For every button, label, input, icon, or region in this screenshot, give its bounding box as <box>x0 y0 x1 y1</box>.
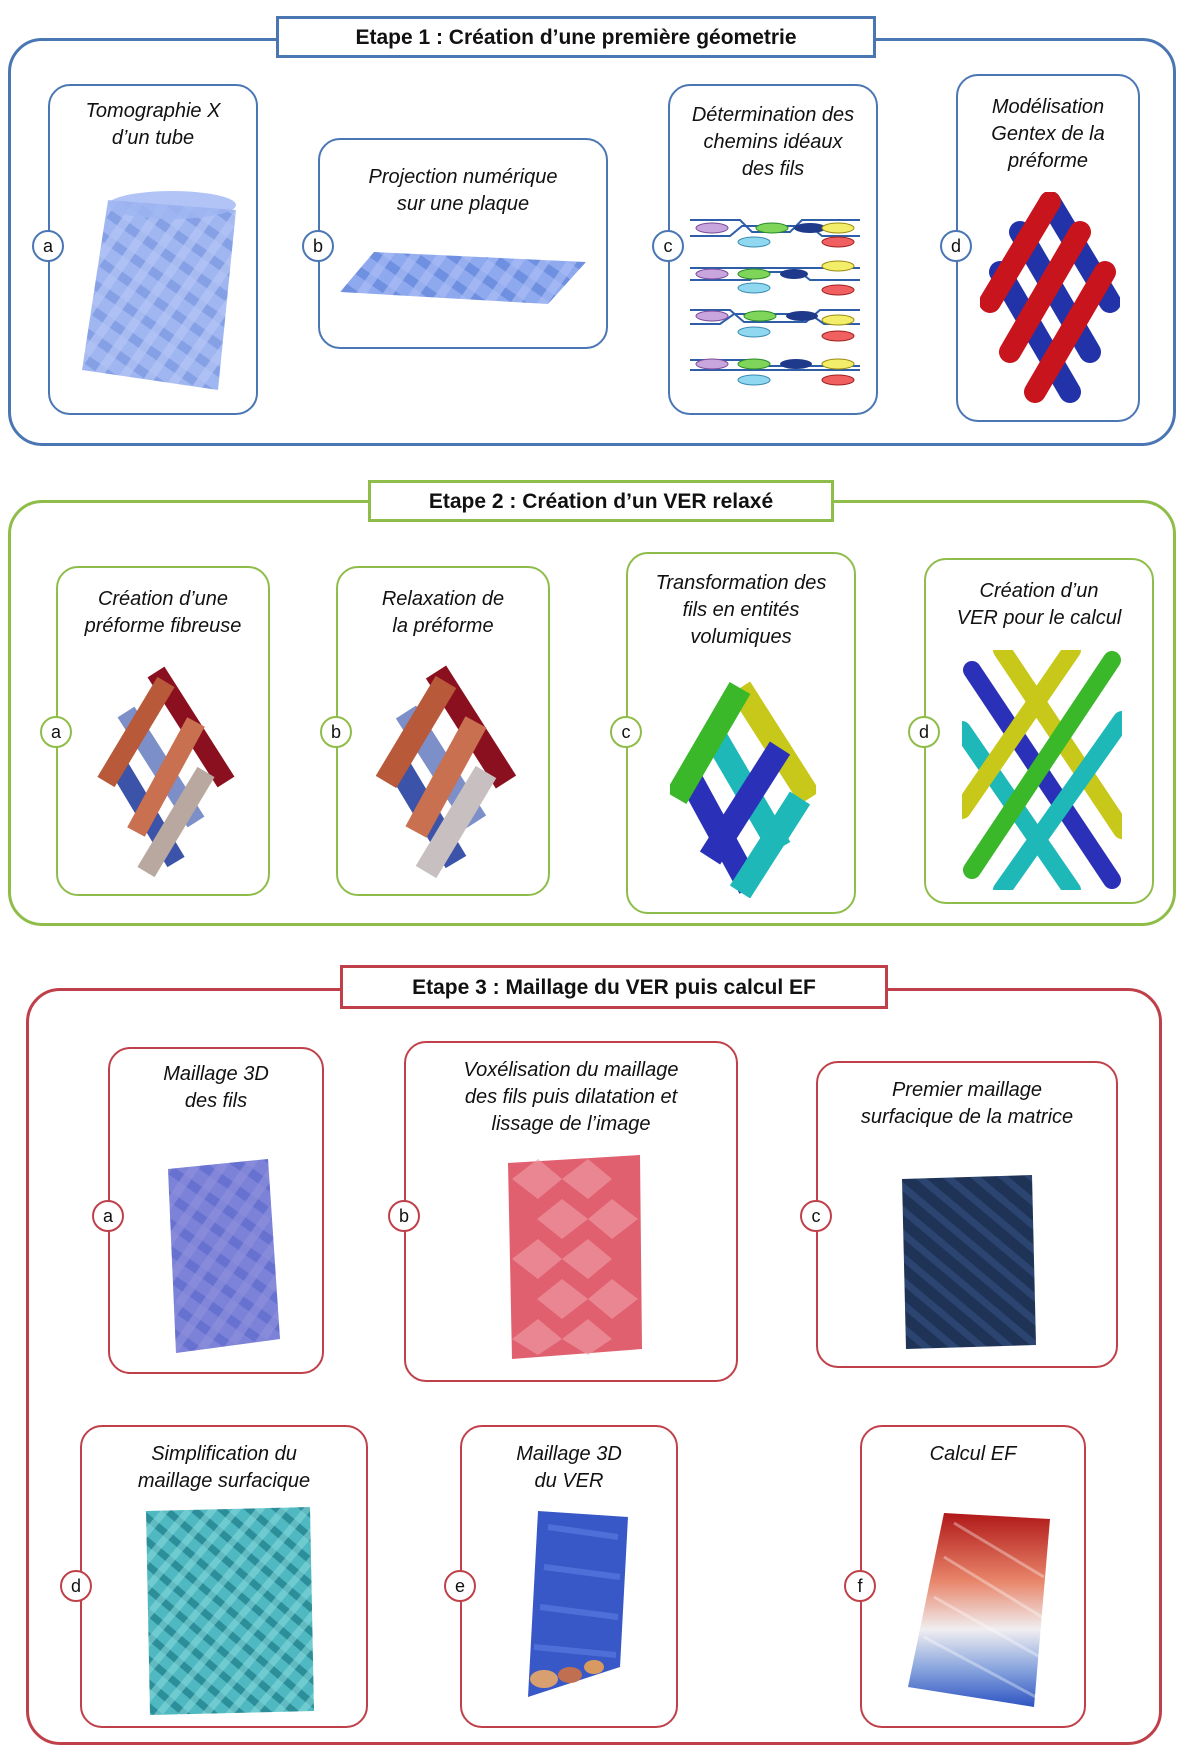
stage-3-step-c-caption: Premier maillage surfacique de la matric… <box>860 1079 1074 1128</box>
stage-2-step-c-badge: c <box>610 716 642 748</box>
stage-1-step-a-caption: Tomographie X d’un tube <box>85 100 221 149</box>
stage-3-step-d-caption: Simplification du maillage surfacique <box>137 1443 311 1492</box>
stage-2-step-a-badge: a <box>40 716 72 748</box>
stage-2-step-a-caption: Création d’une préforme fibreuse <box>84 588 242 637</box>
voxelized-mesh-image <box>508 1155 642 1359</box>
stage-1-step-d-badge: d <box>940 230 972 262</box>
ver-calculation-image <box>962 650 1122 890</box>
stage-3-step-a-card: Maillage 3D des fils <box>108 1047 324 1374</box>
numeric-plate-image <box>340 252 586 304</box>
stage-1-step-b-card: Projection numérique sur une plaque <box>318 138 608 349</box>
ver-3d-mesh-image <box>528 1511 628 1697</box>
stage-3-step-c-badge: c <box>800 1200 832 1232</box>
stage-2-step-c-caption: Transformation des fils en entités volum… <box>655 572 827 648</box>
stage-2-step-b-caption: Relaxation de la préforme <box>381 588 505 637</box>
stage-3-step-e-caption: Maillage 3D du VER <box>516 1443 622 1492</box>
stage-1-step-a-card: Tomographie X d’un tube <box>48 84 258 415</box>
stage-1-step-d-caption: Modélisation Gentex de la préforme <box>991 96 1105 172</box>
stage-1-title: Etape 1 : Création d’une première géomet… <box>276 16 876 58</box>
stage-2-step-d-caption: Création d’un VER pour le calcul <box>956 580 1122 629</box>
stage-2-title: Etape 2 : Création d’un VER relaxé <box>368 480 834 522</box>
stage-3-step-a-caption: Maillage 3D des fils <box>163 1063 269 1112</box>
volumetric-yarns-image <box>670 681 816 898</box>
stage-2-step-d-badge: d <box>908 716 940 748</box>
stage-3-step-f-badge: f <box>844 1570 876 1602</box>
stage-1-step-c-badge: c <box>652 230 684 262</box>
stage-1-step-a-badge: a <box>32 230 64 262</box>
stage-2-step-b-badge: b <box>320 716 352 748</box>
stage-1-step-d-card: Modélisation Gentex de la préforme <box>956 74 1140 422</box>
matrix-surface-mesh-image <box>902 1175 1036 1349</box>
stage-1-step-b-badge: b <box>302 230 334 262</box>
stage-3-step-d-badge: d <box>60 1570 92 1602</box>
stage-3-step-b-caption: Voxélisation du maillage des fils puis d… <box>463 1059 679 1135</box>
stage-1-step-c-caption: Détermination des chemins idéaux des fil… <box>691 104 855 180</box>
stage-3-step-e-badge: e <box>444 1570 476 1602</box>
simplified-surface-mesh-image <box>146 1507 314 1715</box>
stage-2-step-b-card: Relaxation de la préforme <box>336 566 550 896</box>
stage-3-step-f-caption: Calcul EF <box>929 1443 1017 1465</box>
stage-3-step-b-card: Voxélisation du maillage des fils puis d… <box>404 1041 738 1382</box>
stage-2-step-a-card: Création d’une préforme fibreuse <box>56 566 270 896</box>
relaxed-preform-image <box>376 665 516 879</box>
tube-tomography-image <box>82 191 236 390</box>
stage-2-step-c-card: Transformation des fils en entités volum… <box>626 552 856 914</box>
stage-3-step-b-badge: b <box>388 1200 420 1232</box>
stage-3-step-d-card: Simplification du maillage surfacique <box>80 1425 368 1728</box>
yarn-paths-diagram <box>690 219 860 386</box>
stage-1-step-b-caption: Projection numérique sur une plaque <box>368 166 558 215</box>
fe-calculation-result-image <box>908 1513 1050 1707</box>
stage-3-title: Etape 3 : Maillage du VER puis calcul EF <box>340 965 888 1009</box>
stage-3-step-c-card: Premier maillage surfacique de la matric… <box>816 1061 1118 1368</box>
stage-1-step-c-card: Détermination des chemins idéaux des fil… <box>668 84 878 415</box>
stage-3-step-e-card: Maillage 3D du VER <box>460 1425 678 1728</box>
stage-3-step-a-badge: a <box>92 1200 124 1232</box>
stage-3-step-f-card: Calcul EF <box>860 1425 1086 1728</box>
yarns-3d-mesh-image <box>168 1159 280 1353</box>
stage-2-step-d-card: Création d’un VER pour le calcul <box>924 558 1154 904</box>
gentex-preform-model <box>980 192 1120 403</box>
fibrous-preform-image <box>97 666 235 878</box>
